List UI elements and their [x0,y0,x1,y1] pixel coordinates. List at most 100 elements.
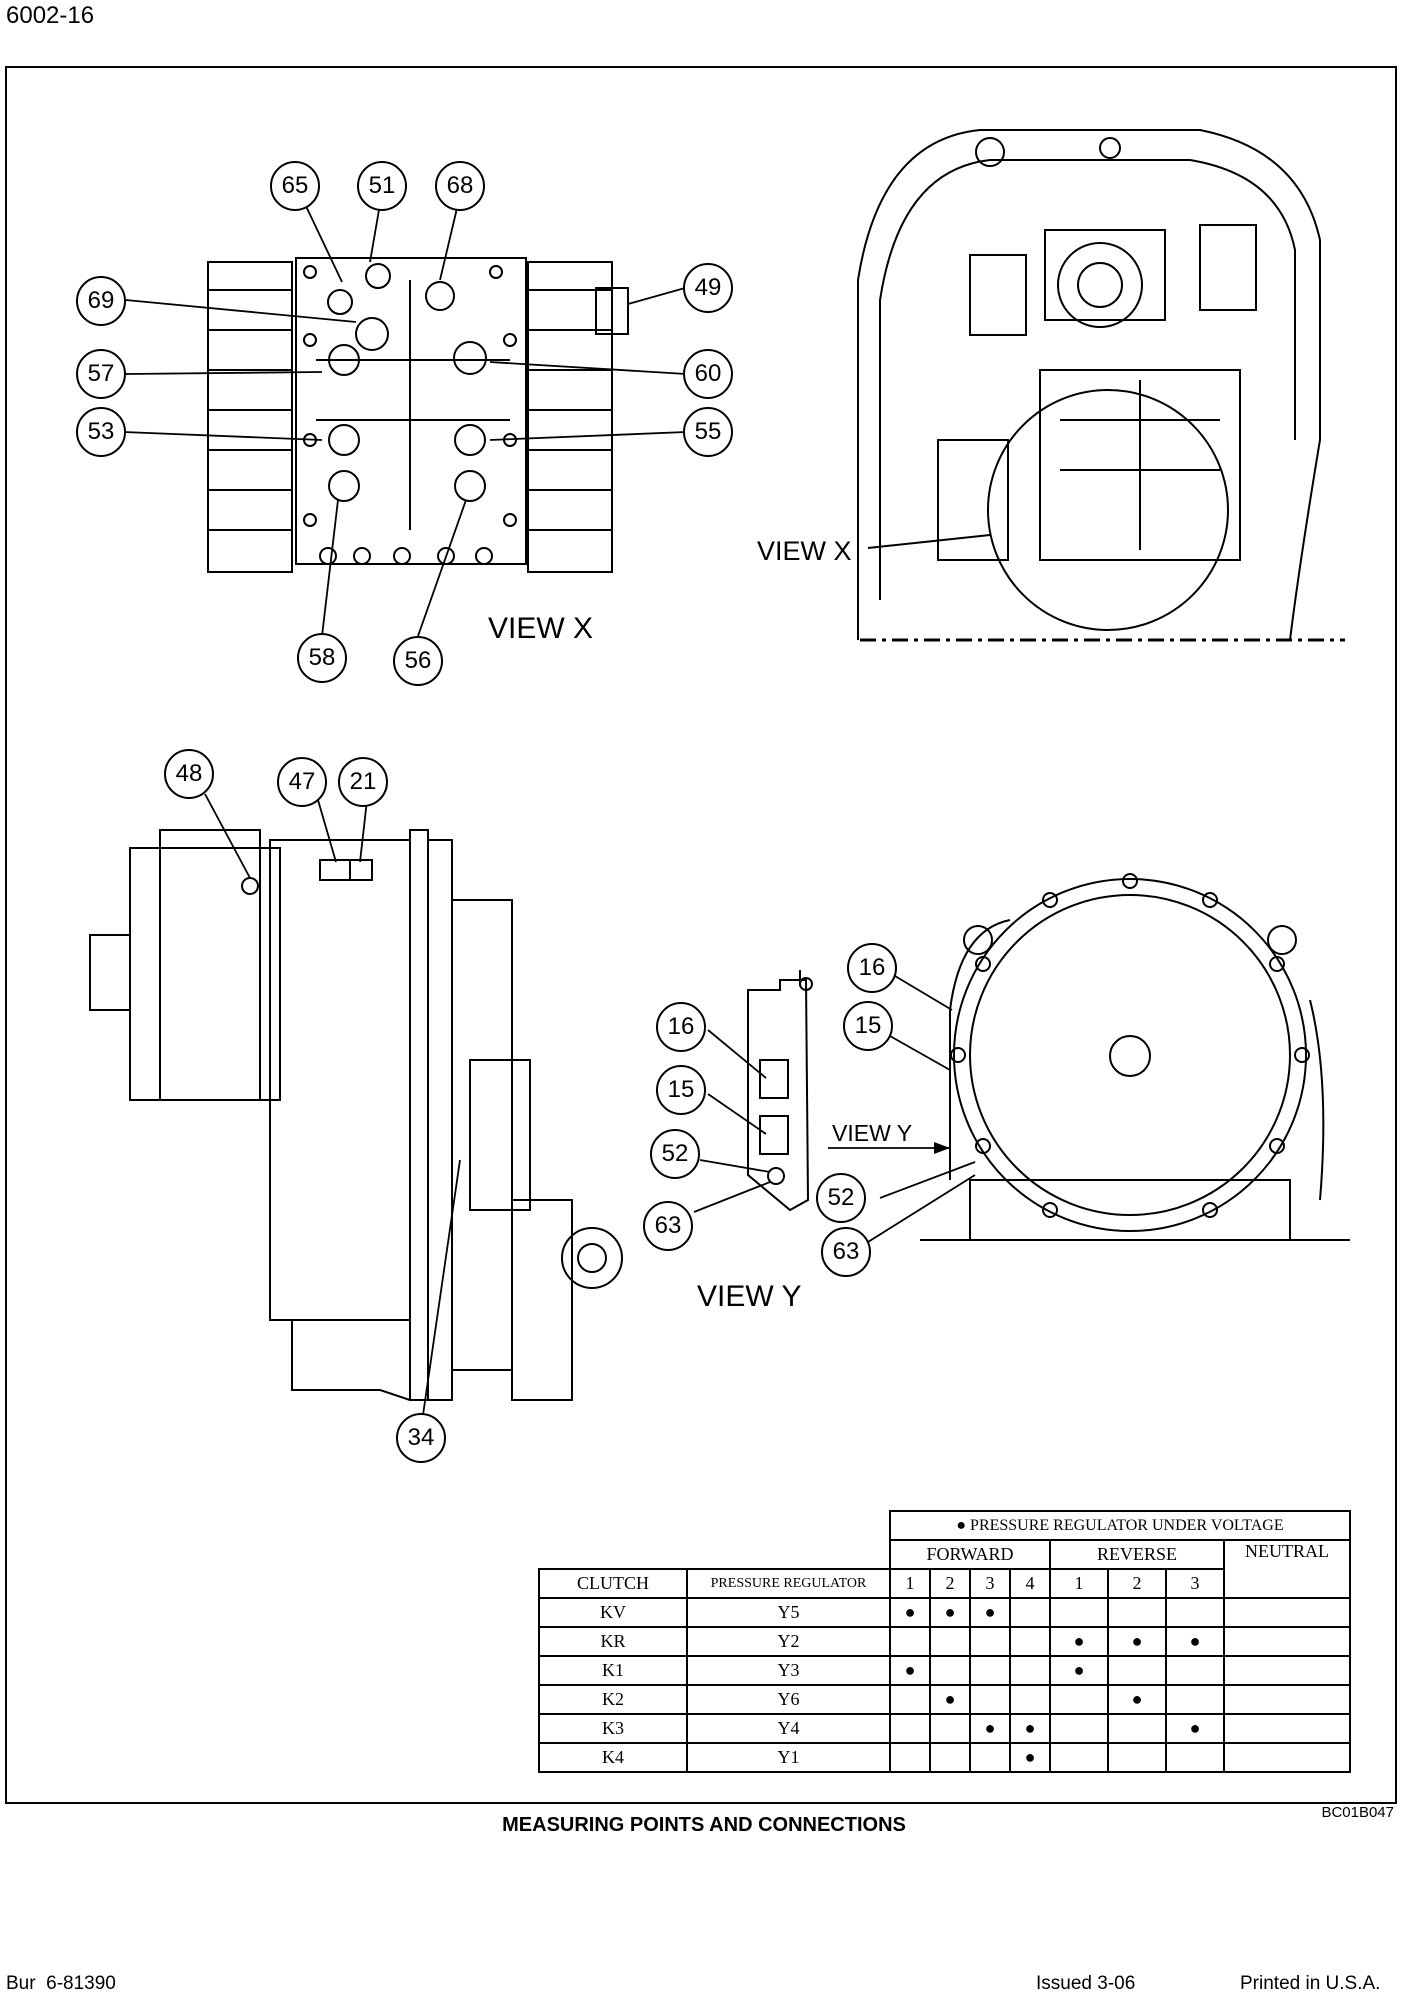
gear-header: 3 [1165,1568,1225,1599]
mark-cell [969,1655,1011,1686]
mark-cell: ● [1107,1626,1167,1657]
mark-cell [1009,1655,1051,1686]
mark-cell [969,1626,1011,1657]
mark-cell [1165,1655,1225,1686]
callout-55: 55 [694,418,722,445]
callout-69: 69 [87,287,115,314]
housing-top-right-drawing [857,129,1345,642]
mark-cell [1009,1684,1051,1715]
mark-cell [969,1684,1011,1715]
mark-cell: ● [1165,1713,1225,1744]
mark-cell [1223,1655,1351,1686]
legend-cell: ● PRESSURE REGULATOR UNDER VOLTAGE [889,1510,1351,1541]
regulator-cell: Y2 [686,1626,891,1657]
callout-49: 49 [694,274,722,301]
gear-header: 2 [929,1568,971,1599]
clutch-cell: K2 [538,1684,688,1715]
mark-cell: ● [929,1597,971,1628]
mark-cell [929,1713,971,1744]
clutch-cell: K3 [538,1713,688,1744]
gear-header: 3 [969,1568,1011,1599]
regulator-cell: Y3 [686,1655,891,1686]
gear-header: 1 [1049,1568,1109,1599]
regulator-cell: Y6 [686,1684,891,1715]
figure-frame [5,66,1397,1804]
view-x-label-main: VIEW X [757,536,852,566]
table-row: K2 Y6 ● ● [538,1684,1351,1715]
header-clutch: CLUTCH [538,1568,688,1599]
regulator-cell: Y4 [686,1713,891,1744]
mark-cell [1049,1684,1109,1715]
footer-issued: Issued 3-06 [1036,1973,1136,1994]
callout-circles [76,161,897,1463]
callout-15-right: 15 [854,1012,882,1039]
group-reverse: REVERSE [1049,1539,1225,1570]
mark-cell: ● [889,1597,931,1628]
view-y-label: VIEW Y [697,1280,802,1313]
mark-cell [1107,1713,1167,1744]
table-row: KV Y5 ● ● ● [538,1597,1351,1628]
view-y-detail-drawing [747,970,813,1212]
regulator-cell: Y5 [686,1597,891,1628]
clutch-cell: KV [538,1597,688,1628]
housing-view-y-drawing [920,873,1350,1241]
page-number: 6002-16 [6,2,95,29]
mark-cell: ● [889,1655,931,1686]
callout-65: 65 [281,172,309,199]
view-x-label: VIEW X [488,612,594,645]
mark-cell [1049,1742,1109,1773]
gear-header: 4 [1009,1568,1051,1599]
gear-header: 2 [1107,1568,1167,1599]
callout-68: 68 [446,172,474,199]
callout-63-right: 63 [832,1238,860,1265]
mark-cell [889,1626,931,1657]
mark-cell [1223,1626,1351,1657]
callout-60: 60 [694,360,722,387]
gear-header: 1 [889,1568,931,1599]
mark-cell [929,1742,971,1773]
mark-cell [1223,1597,1351,1628]
mark-cell [929,1655,971,1686]
mark-cell [1165,1742,1225,1773]
mark-cell: ● [1009,1742,1051,1773]
callout-48: 48 [175,760,203,787]
callout-52-left: 52 [661,1140,689,1167]
clutch-regulator-table: ● PRESSURE REGULATOR UNDER VOLTAGE FORWA… [538,1510,1351,1773]
table-row: K4 Y1 ● [538,1742,1351,1773]
mark-cell [1107,1655,1167,1686]
mark-cell: ● [969,1713,1011,1744]
footer-doc-number: Bur 6-81390 [6,1973,116,1994]
mark-cell: ● [1009,1713,1051,1744]
mark-cell: ● [1107,1684,1167,1715]
mark-cell [1107,1597,1167,1628]
view-y-arrow-label: VIEW Y [832,1120,913,1146]
callout-58: 58 [308,644,336,671]
callout-53: 53 [87,418,115,445]
callout-63-left: 63 [654,1212,682,1239]
mark-cell: ● [1165,1626,1225,1657]
mark-cell [1165,1684,1225,1715]
leader-lines [123,203,976,1416]
mark-cell [1049,1713,1109,1744]
mark-cell [1009,1626,1051,1657]
clutch-cell: KR [538,1626,688,1657]
footer-printed: Printed in U.S.A. [1240,1973,1381,1994]
mark-cell [929,1626,971,1657]
callout-52-right: 52 [827,1184,855,1211]
mark-cell [889,1742,931,1773]
mark-cell [889,1684,931,1715]
table-row: K3 Y4 ● ● ● [538,1713,1351,1744]
regulator-cell: Y1 [686,1742,891,1773]
group-neutral: NEUTRAL [1223,1539,1351,1599]
callout-16-right: 16 [858,954,886,981]
mark-cell [1223,1713,1351,1744]
mark-cell [1107,1742,1167,1773]
mark-cell: ● [1049,1626,1109,1657]
mark-cell [1165,1597,1225,1628]
mark-cell [889,1713,931,1744]
valve-block-drawing [207,257,629,573]
callout-47: 47 [288,768,316,795]
clutch-cell: K1 [538,1655,688,1686]
